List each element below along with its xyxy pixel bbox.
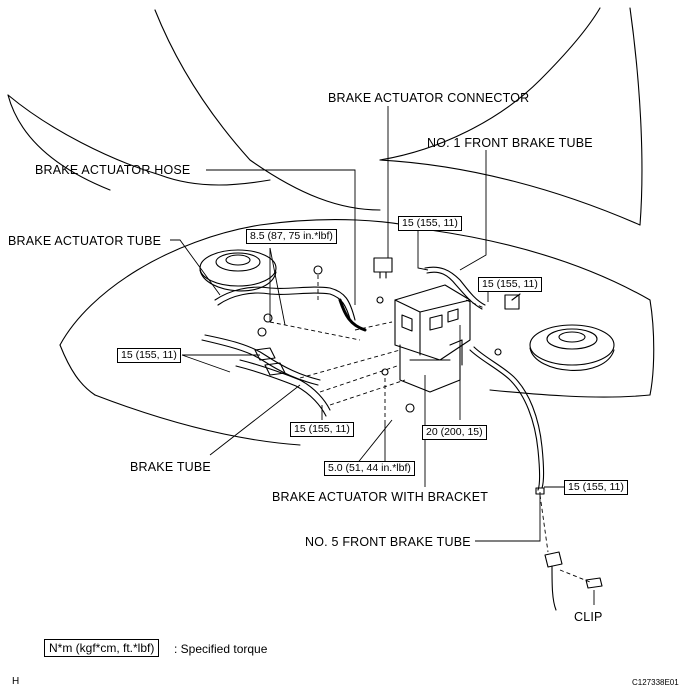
- label-brake-actuator-with-bracket: BRAKE ACTUATOR WITH BRACKET: [272, 490, 489, 504]
- label-brake-actuator-hose: BRAKE ACTUATOR HOSE: [35, 163, 191, 177]
- figure-code: C127338E01: [632, 678, 679, 687]
- torque-15-upper-center: 15 (155, 11): [398, 216, 462, 231]
- torque-15-upper-right: 15 (155, 11): [478, 277, 542, 292]
- torque-15-lower: 15 (155, 11): [290, 422, 354, 437]
- corner-mark: H: [12, 676, 20, 687]
- label-brake-tube: BRAKE TUBE: [130, 460, 211, 474]
- legend-text: : Specified torque: [174, 642, 268, 656]
- torque-15-left: 15 (155, 11): [117, 348, 181, 363]
- legend-unit-box: N*m (kgf*cm, ft.*lbf): [44, 639, 160, 657]
- torque-8-5: 8.5 (87, 75 in.*lbf): [246, 229, 337, 244]
- torque-15-right: 15 (155, 11): [564, 480, 628, 495]
- label-clip: CLIP: [574, 610, 603, 624]
- label-no1-front-brake-tube: NO. 1 FRONT BRAKE TUBE: [427, 136, 593, 150]
- torque-5-0: 5.0 (51, 44 in.*lbf): [324, 461, 415, 476]
- label-no5-front-brake-tube: NO. 5 FRONT BRAKE TUBE: [305, 535, 471, 549]
- label-brake-actuator-connector: BRAKE ACTUATOR CONNECTOR: [328, 91, 530, 105]
- label-brake-actuator-tube: BRAKE ACTUATOR TUBE: [8, 234, 162, 248]
- torque-20: 20 (200, 15): [422, 425, 487, 440]
